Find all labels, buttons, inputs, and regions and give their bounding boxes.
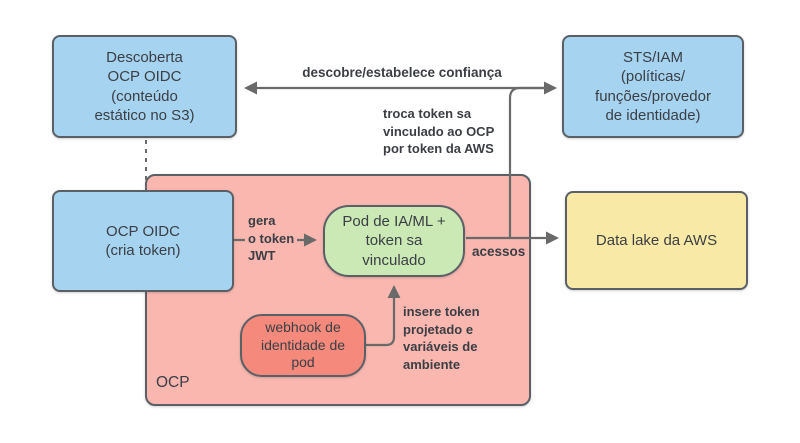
ocp-container-label: OCP <box>156 374 190 391</box>
node-data-lake-aws: Data lake da AWS <box>565 191 748 290</box>
node-pod-ia-ml: Pod de IA/ML + token sa vinculado <box>323 205 465 277</box>
edge-label-gera-token-jwt: gera o token JWT <box>245 211 298 267</box>
edge-label-descobre-estabelece-confianca: descobre/estabelece confiança <box>302 65 502 80</box>
edge-label-acessos: acessos <box>472 244 526 259</box>
node-ocp-oidc: OCP OIDC (cria token) <box>52 190 234 292</box>
node-sts-iam: STS/IAM (políticas/ funções/provedor de … <box>562 35 744 138</box>
node-webhook-identidade-pod: webhook de identidade de pod <box>240 314 366 377</box>
edge-label-troca-token: troca token sa vinculado ao OCP por toke… <box>383 106 495 157</box>
node-descoberta-ocp-oidc: Descoberta OCP OIDC (conteúdo estático n… <box>52 35 237 138</box>
arrow-troca-token <box>508 86 546 238</box>
edge-label-insere-token: insere token projetado e variáveis de am… <box>403 304 480 373</box>
arrow-insere-token <box>366 285 401 347</box>
